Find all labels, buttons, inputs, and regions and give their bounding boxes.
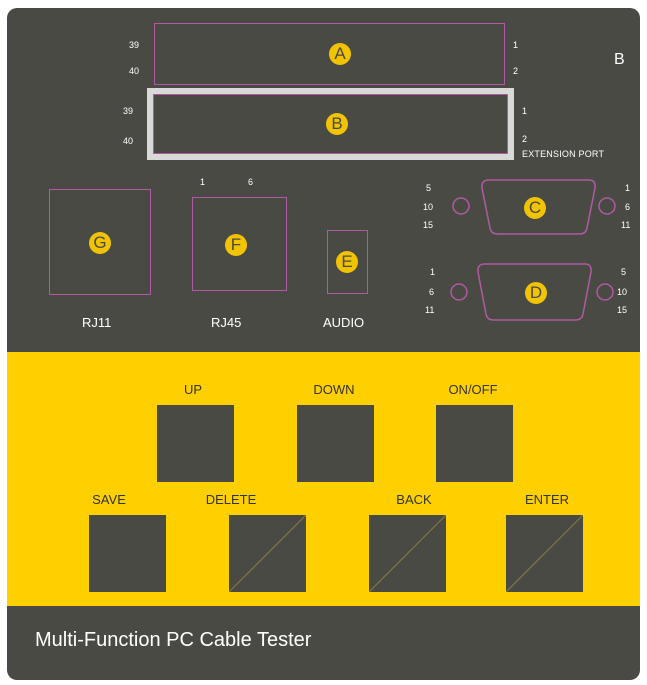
port-e-label: AUDIO xyxy=(323,315,365,330)
device-title: Multi-Function PC Cable Tester xyxy=(35,629,312,651)
onoff-button-label: ON/OFF xyxy=(448,382,498,397)
corner-label-b: B xyxy=(614,51,625,68)
port-c-pin-left-3: 15 xyxy=(423,220,434,230)
port-d-pin-left-1: 1 xyxy=(430,267,436,277)
port-a-badge: A xyxy=(329,43,351,65)
port-b-badge: B xyxy=(326,113,348,135)
port-f-pin-6: 6 xyxy=(248,177,254,187)
port-a-pin-39: 39 xyxy=(129,40,140,50)
up-button[interactable] xyxy=(157,405,234,482)
port-e-audio xyxy=(327,230,368,294)
back-button-label: BACK xyxy=(396,492,432,507)
port-d-badge: D xyxy=(525,282,547,304)
onoff-button[interactable] xyxy=(436,405,513,482)
delete-button[interactable] xyxy=(229,515,306,592)
up-button-label: UP xyxy=(183,382,203,397)
delete-button-diagonal xyxy=(229,515,306,592)
button-area: UP DOWN ON/OFF SAVE DELETE BACK ENTER xyxy=(7,352,640,606)
port-c-pin-left-2: 10 xyxy=(423,202,434,212)
enter-button[interactable] xyxy=(506,515,583,592)
port-f-rj45 xyxy=(192,197,287,291)
port-d-pin-right-1: 5 xyxy=(621,267,627,277)
port-d-pin-left-2: 6 xyxy=(429,287,435,297)
port-f-pin-1: 1 xyxy=(200,177,206,187)
port-d-connector xyxy=(450,263,614,321)
port-g-rj11 xyxy=(49,189,151,295)
save-button-label: SAVE xyxy=(92,492,126,507)
port-a-pin-2: 2 xyxy=(513,66,519,76)
port-d-pin-right-2: 10 xyxy=(617,287,628,297)
down-button[interactable] xyxy=(297,405,374,482)
port-g-label: RJ11 xyxy=(82,315,112,330)
delete-button-label: DELETE xyxy=(205,492,257,507)
save-button[interactable] xyxy=(89,515,166,592)
port-a-connector xyxy=(154,23,505,85)
port-b-pin-2: 2 xyxy=(522,134,528,144)
enter-button-diagonal xyxy=(506,515,583,592)
port-f-badge: F xyxy=(225,234,247,256)
port-c-pin-right-2: 6 xyxy=(625,202,631,212)
port-c-pin-left-1: 5 xyxy=(426,183,432,193)
port-f-label: RJ45 xyxy=(211,315,242,330)
down-button-label: DOWN xyxy=(313,382,355,397)
extension-port-caption: EXTENSION PORT xyxy=(522,149,605,159)
port-d-pin-left-3: 11 xyxy=(425,305,435,315)
port-a-pin-1: 1 xyxy=(513,40,519,50)
back-button[interactable] xyxy=(369,515,446,592)
port-d-pin-right-3: 15 xyxy=(617,305,628,315)
enter-button-label: ENTER xyxy=(524,492,570,507)
back-button-diagonal xyxy=(369,515,446,592)
port-c-badge: C xyxy=(524,197,546,219)
port-c-pin-right-1: 1 xyxy=(625,183,631,193)
port-g-badge: G xyxy=(89,232,111,254)
port-a-pin-40: 40 xyxy=(129,66,140,76)
port-b-pin-39: 39 xyxy=(123,106,134,116)
port-b-pin-40: 40 xyxy=(123,136,134,146)
cable-tester-panel: A 39 40 1 2 B B 39 40 1 2 EXTENSION PORT… xyxy=(7,8,640,680)
port-e-badge: E xyxy=(336,251,358,273)
port-c-connector xyxy=(452,179,616,235)
port-b-pin-1: 1 xyxy=(522,106,528,116)
port-c-pin-right-3: 11 xyxy=(621,220,631,230)
